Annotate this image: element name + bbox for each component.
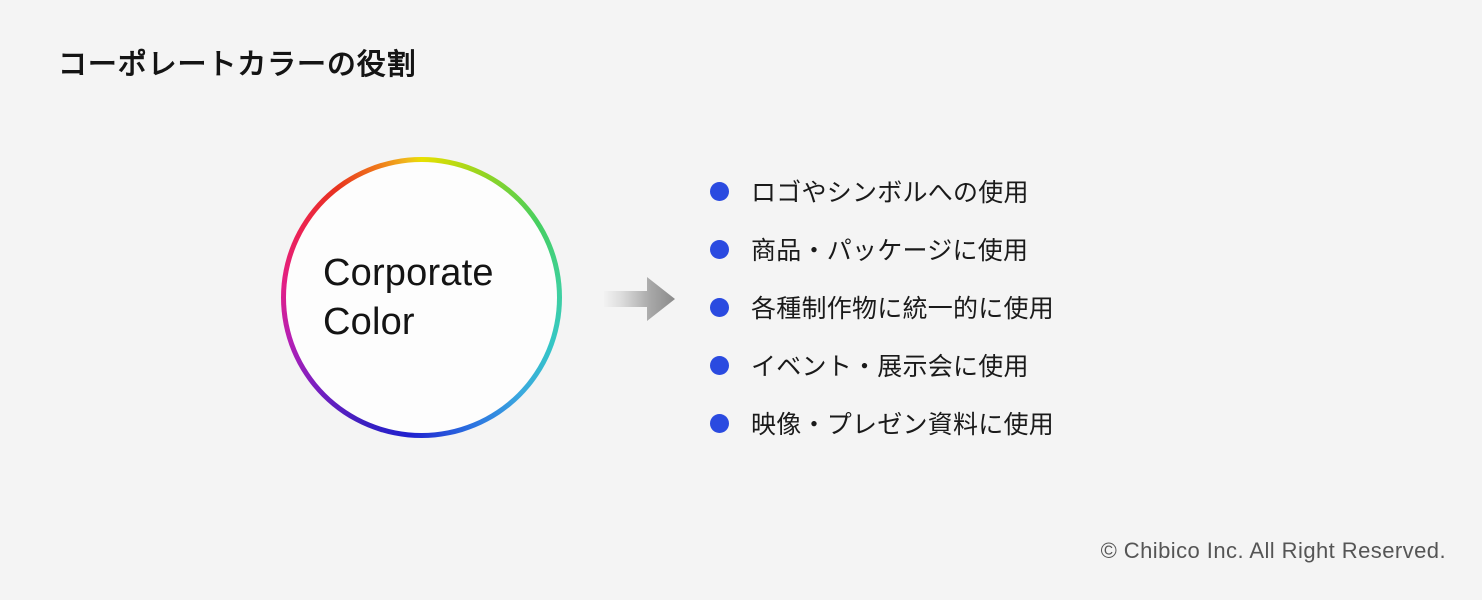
list-item[interactable]: 商品・パッケージに使用	[710, 220, 1270, 278]
list-item[interactable]: ロゴやシンボルへの使用	[710, 162, 1270, 220]
list-item-label: イベント・展示会に使用	[751, 353, 1029, 381]
list-item[interactable]: 映像・プレゼン資料に使用	[710, 394, 1270, 452]
usage-list: ロゴやシンボルへの使用 商品・パッケージに使用 各種制作物に統一的に使用 イベン…	[710, 162, 1270, 452]
color-wheel-label-line2: Color	[323, 300, 415, 343]
color-wheel-label-line1: Corporate	[323, 252, 494, 295]
bullet-dot-icon	[710, 239, 729, 259]
color-wheel-label: Corporate Color	[281, 157, 562, 438]
bullet-dot-icon	[710, 355, 729, 375]
bullet-dot-icon	[710, 297, 729, 317]
bullet-dot-icon	[710, 181, 729, 201]
list-item[interactable]: イベント・展示会に使用	[710, 336, 1270, 394]
color-wheel-inner-disc	[286, 162, 557, 433]
list-item-label: ロゴやシンボルへの使用	[751, 179, 1029, 207]
footer-copyright: © Chibico Inc. All Right Reserved.	[1100, 538, 1446, 563]
list-item-label: 映像・プレゼン資料に使用	[751, 411, 1055, 439]
list-item[interactable]: 各種制作物に統一的に使用	[710, 278, 1270, 336]
corporate-color-wheel: Corporate Color	[281, 157, 562, 438]
page-title: コーポレートカラーの役割	[58, 49, 417, 81]
right-arrow-icon	[604, 276, 676, 322]
list-item-label: 商品・パッケージに使用	[751, 237, 1029, 265]
list-item-label: 各種制作物に統一的に使用	[751, 295, 1055, 323]
bullet-dot-icon	[710, 413, 729, 433]
